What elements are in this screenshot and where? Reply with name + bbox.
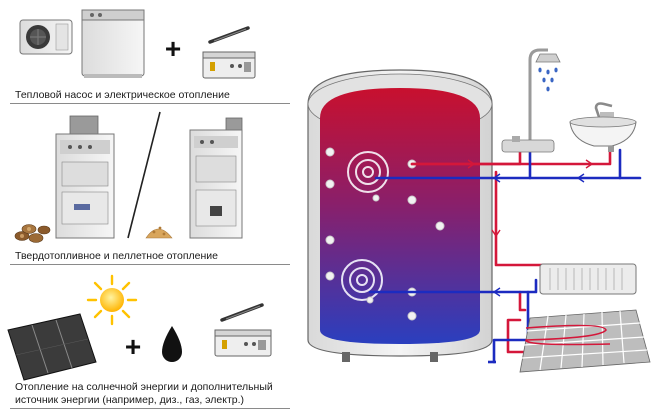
- pellet-pile-icon: [145, 226, 173, 239]
- hot-water-pipes: [410, 148, 612, 354]
- plus-sign-1: +: [165, 33, 181, 64]
- firewood-icon: [14, 224, 51, 243]
- oil-drop-icon: [162, 326, 182, 362]
- heating-element-icon-2: [214, 303, 272, 357]
- shower-icon: [501, 48, 561, 153]
- separator-1: [10, 103, 290, 104]
- upper-coil-icon: [347, 151, 389, 193]
- divider-slash: [127, 111, 161, 239]
- tank-ports: [325, 147, 445, 321]
- tank-water-gradient: [320, 88, 480, 344]
- underfloor-heating-icon: [519, 309, 651, 373]
- caption-heat-pump: Тепловой насос и электрическое отопление: [15, 89, 230, 101]
- electric-boiler-icon: [81, 9, 145, 78]
- solar-panel-icon: [7, 313, 97, 381]
- sun-icon: [86, 274, 138, 326]
- separator-2: [10, 264, 290, 265]
- cold-water-pipes: [368, 148, 642, 364]
- radiator-icon: [539, 263, 637, 295]
- flow-arrows: [467, 159, 594, 297]
- caption-solar-line-1: Отопление на солнечной энергии и дополни…: [15, 381, 273, 393]
- lower-coil-icon: [341, 259, 383, 301]
- caption-solar-line-2: источник энергии (например, диз., газ, э…: [15, 394, 245, 406]
- heating-element-icon: [202, 26, 256, 79]
- pellet-boiler-icon: [189, 117, 243, 239]
- solid-fuel-boiler-icon: [55, 115, 115, 239]
- heat-pump-icon: [19, 19, 73, 55]
- separator-3: [10, 408, 290, 409]
- plus-sign-2: +: [125, 331, 141, 362]
- washbasin-icon: [569, 102, 637, 152]
- caption-solid-fuel: Твердотопливное и пеллетное отопление: [15, 250, 218, 262]
